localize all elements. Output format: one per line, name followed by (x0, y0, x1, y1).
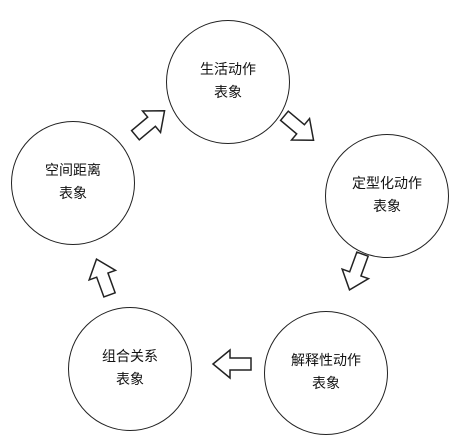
node-label-line1: 组合关系 (102, 349, 158, 365)
node-life-action: 生活动作 表象 (166, 20, 290, 144)
arrow-icon (130, 110, 166, 141)
node-label-line2: 表象 (116, 372, 144, 388)
node-spatial-distance: 空间距离 表象 (11, 121, 135, 245)
node-explanatory-action: 解释性动作 表象 (264, 311, 388, 435)
arrow-icon (340, 251, 371, 291)
node-stylized-action: 定型化动作 表象 (325, 134, 449, 258)
node-label-line2: 表象 (59, 186, 87, 202)
node-label-line1: 生活动作 (200, 62, 256, 78)
node-label-line2: 表象 (214, 85, 242, 101)
node-label-line1: 解释性动作 (291, 353, 361, 369)
node-label-line2: 表象 (312, 376, 340, 392)
node-label-line1: 空间距离 (45, 163, 101, 179)
arrow-icon (211, 348, 252, 380)
arrow-icon (279, 110, 315, 141)
node-label-line2: 表象 (373, 199, 401, 215)
node-label-line1: 定型化动作 (352, 176, 422, 192)
node-combination-relation: 组合关系 表象 (68, 307, 192, 431)
arrow-icon (87, 258, 118, 298)
